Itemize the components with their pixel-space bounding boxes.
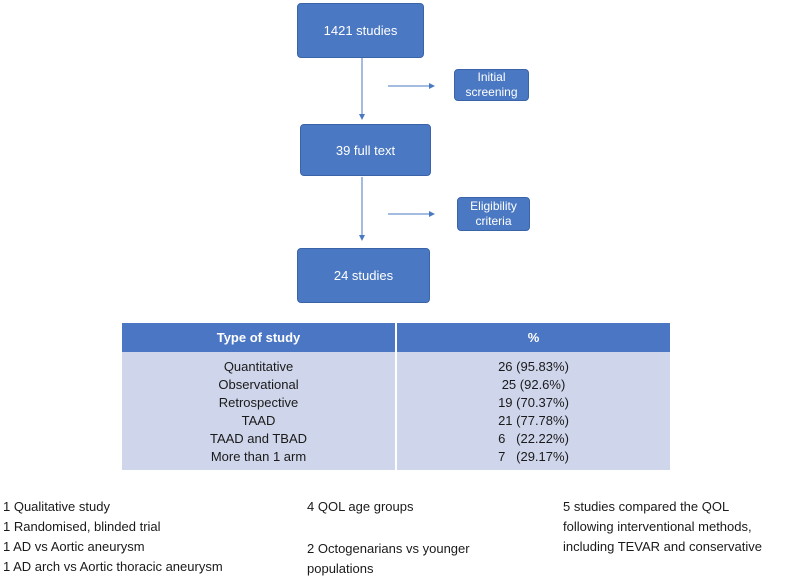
note-line: 1 AD vs Aortic aneurysm <box>3 539 145 554</box>
node-initial-screening: Initial screening <box>454 69 529 101</box>
node-24-studies: 24 studies <box>297 248 430 303</box>
note-line: 1 Qualitative study <box>3 499 110 514</box>
table-row: TAAD 21 (77.78%) <box>122 412 670 430</box>
cell-value: 21 (77.78%) <box>396 412 670 430</box>
note-line: 5 studies compared the QOL <box>563 499 730 514</box>
cell-value: 7 (29.17%) <box>396 448 670 470</box>
table-header-row: Type of study % <box>122 323 670 352</box>
cell-type: TAAD <box>122 412 397 430</box>
note-line: 2 Octogenarians vs younger <box>307 541 470 556</box>
note-line: including TEVAR and conservative <box>563 539 762 554</box>
table-row: More than 1 arm 7 (29.17%) <box>122 448 670 470</box>
cell-type: More than 1 arm <box>122 448 397 470</box>
cell-type: Quantitative <box>122 352 397 376</box>
node-39-full-text: 39 full text <box>300 124 431 176</box>
node-eligibility-criteria: Eligibility criteria <box>457 197 530 231</box>
table-row: Retrospective 19 (70.37%) <box>122 394 670 412</box>
notes-middle-age-groups: 4 QOL age groups <box>307 497 413 517</box>
table-row: TAAD and TBAD 6 (22.22%) <box>122 430 670 448</box>
note-line: populations <box>307 561 374 576</box>
cell-value: 6 (22.22%) <box>396 430 670 448</box>
note-line: 4 QOL age groups <box>307 499 414 514</box>
cell-type: Retrospective <box>122 394 397 412</box>
note-line: 1 Randomised, blinded trial <box>3 519 161 534</box>
node-1421-studies: 1421 studies <box>297 3 424 58</box>
note-line: 1 AD arch vs Aortic thoracic aneurysm <box>3 559 223 574</box>
cell-value: 26 (95.83%) <box>396 352 670 376</box>
notes-middle-octogenarians: 2 Octogenarians vs younger populations <box>307 539 470 579</box>
cell-value: 19 (70.37%) <box>396 394 670 412</box>
header-percent: % <box>396 323 670 352</box>
table-row: Observational 25 (92.6%) <box>122 376 670 394</box>
study-type-table: Type of study % Quantitative 26 (95.83%)… <box>122 323 670 470</box>
cell-type: Observational <box>122 376 397 394</box>
table-row: Quantitative 26 (95.83%) <box>122 352 670 376</box>
notes-right: 5 studies compared the QOL following int… <box>563 497 762 557</box>
cell-value: 25 (92.6%) <box>396 376 670 394</box>
cell-type: TAAD and TBAD <box>122 430 397 448</box>
note-line: following interventional methods, <box>563 519 752 534</box>
header-type-of-study: Type of study <box>122 323 397 352</box>
notes-left: 1 Qualitative study 1 Randomised, blinde… <box>3 497 223 577</box>
